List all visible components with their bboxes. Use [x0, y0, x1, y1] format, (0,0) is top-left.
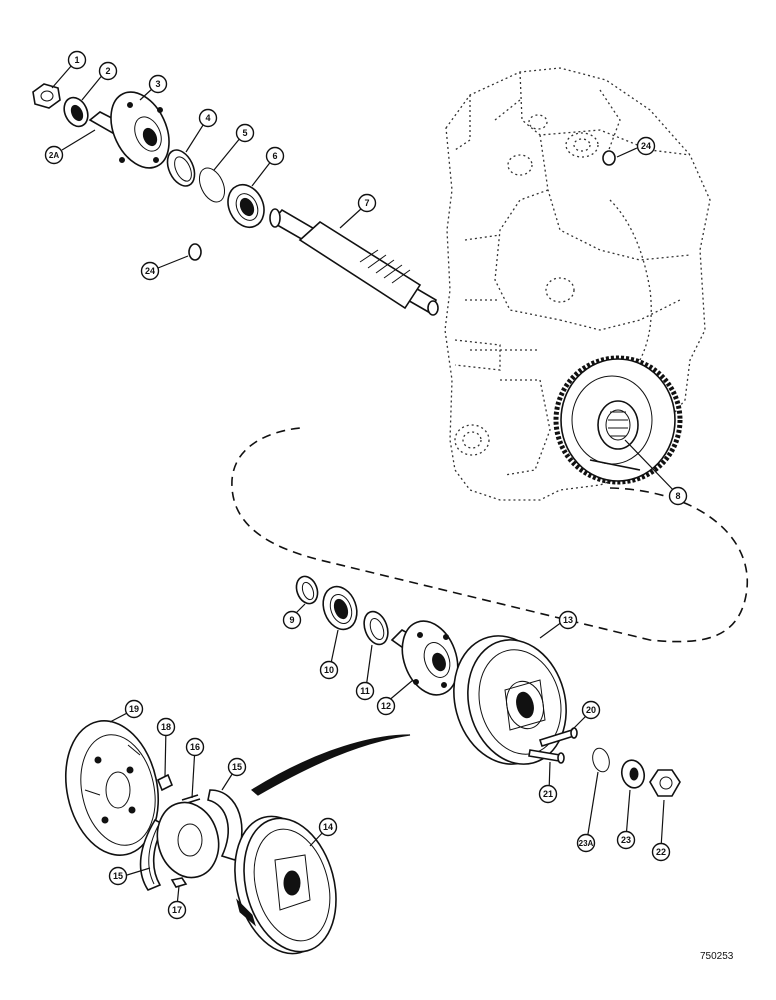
svg-text:20: 20 — [586, 705, 596, 715]
callout-7: 7 — [357, 193, 377, 213]
nut-1 — [32, 83, 61, 109]
callout-15-rear: 15 — [227, 757, 247, 777]
callout-24-right: 24 — [636, 136, 656, 156]
svg-text:2A: 2A — [49, 151, 59, 160]
figure-number: 750253 — [700, 951, 734, 962]
svg-text:17: 17 — [172, 905, 182, 915]
svg-text:1: 1 — [74, 55, 79, 65]
pin-17 — [170, 877, 188, 888]
callout-5: 5 — [235, 123, 255, 143]
flange-hub-12 — [390, 620, 459, 696]
svg-text:15: 15 — [232, 762, 242, 772]
svg-text:22: 22 — [656, 847, 666, 857]
transmission-housing-outline — [444, 67, 711, 501]
svg-text:23A: 23A — [579, 839, 594, 848]
svg-text:24: 24 — [145, 266, 155, 276]
callout-23: 23 — [616, 830, 636, 850]
callout-1: 1 — [67, 50, 87, 70]
bearing-cup-11 — [363, 610, 389, 646]
callout-9: 9 — [282, 610, 302, 630]
assembly-path-loop — [231, 427, 748, 643]
callout-16: 16 — [185, 737, 205, 757]
callout-4: 4 — [198, 108, 218, 128]
bull-gear — [553, 355, 683, 485]
callout-2: 2 — [98, 61, 118, 81]
bolt-21 — [528, 749, 565, 764]
bearing-6 — [227, 184, 265, 228]
callout-13: 13 — [558, 610, 578, 630]
callout-11: 11 — [355, 681, 375, 701]
svg-text:3: 3 — [155, 79, 160, 89]
snap-ring-23a — [592, 747, 610, 773]
clip-18 — [156, 773, 174, 792]
callout-24-left: 24 — [140, 261, 160, 281]
nut-22 — [649, 769, 681, 797]
callout-6: 6 — [265, 146, 285, 166]
o-ring-24-left — [188, 243, 202, 261]
callout-20: 20 — [581, 700, 601, 720]
swoop-arrow — [250, 734, 411, 796]
output-shaft — [269, 208, 439, 316]
svg-text:5: 5 — [242, 128, 247, 138]
callout-8: 8 — [668, 486, 688, 506]
svg-text:10: 10 — [324, 665, 334, 675]
callout-3: 3 — [148, 74, 168, 94]
callout-12: 12 — [376, 696, 396, 716]
brake-plate-center — [156, 801, 220, 879]
svg-text:9: 9 — [289, 615, 294, 625]
callout-22: 22 — [651, 842, 671, 862]
svg-text:24: 24 — [641, 141, 651, 151]
backing-plate-19 — [64, 720, 160, 856]
snap-ring-5 — [198, 167, 226, 203]
washer-23 — [620, 759, 646, 789]
callout-21: 21 — [538, 784, 558, 804]
svg-text:11: 11 — [360, 686, 370, 696]
svg-text:16: 16 — [190, 742, 200, 752]
svg-text:6: 6 — [272, 151, 277, 161]
o-ring-24-right — [602, 150, 616, 166]
bolt-20 — [538, 727, 578, 747]
svg-text:8: 8 — [675, 491, 680, 501]
callout-23a: 23A — [576, 833, 596, 853]
svg-text:2: 2 — [105, 66, 110, 76]
callout-2a: 2A — [44, 145, 64, 165]
flange-hub-3 — [88, 91, 170, 169]
svg-text:14: 14 — [323, 822, 333, 832]
svg-text:7: 7 — [364, 198, 369, 208]
callout-10: 10 — [319, 660, 339, 680]
callout-19: 19 — [124, 699, 144, 719]
callout-18: 18 — [156, 717, 176, 737]
brake-drum-14 — [234, 815, 337, 955]
svg-text:21: 21 — [543, 789, 553, 799]
bearing-cup-9 — [295, 575, 319, 605]
svg-text:23: 23 — [621, 835, 631, 845]
washer-2 — [63, 96, 89, 128]
bearing-10 — [322, 585, 358, 631]
brake-drum-13 — [453, 635, 567, 765]
svg-text:15: 15 — [113, 871, 123, 881]
callout-15-front: 15 — [108, 866, 128, 886]
svg-text:13: 13 — [563, 615, 573, 625]
seal-ring-4 — [166, 149, 196, 187]
svg-text:19: 19 — [129, 704, 139, 714]
svg-text:4: 4 — [205, 113, 210, 123]
svg-text:18: 18 — [161, 722, 171, 732]
callout-17: 17 — [167, 900, 187, 920]
callout-14: 14 — [318, 817, 338, 837]
svg-text:12: 12 — [381, 701, 391, 711]
